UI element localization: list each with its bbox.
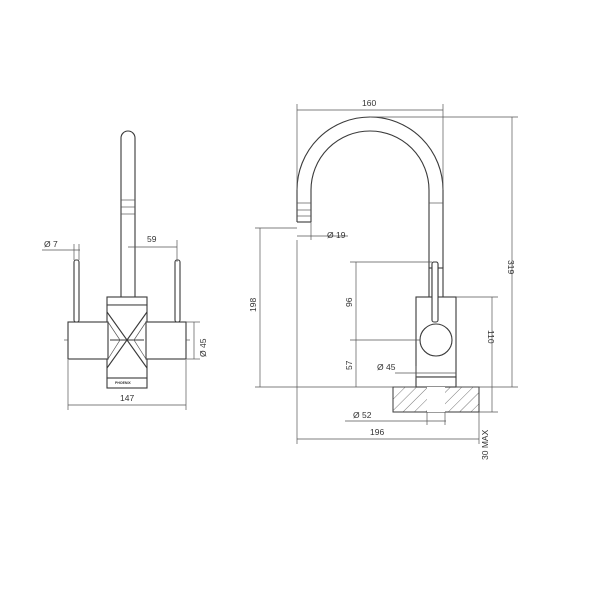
side-view: 160 Ø 19 198 319 96 57 110 Ø 45 (248, 98, 518, 460)
dim-handle-diameter: Ø 7 (44, 239, 58, 249)
side-spout-inner (310, 130, 430, 268)
worktop-hole (427, 387, 445, 412)
front-right-body (145, 321, 187, 360)
front-right-handle (174, 259, 181, 323)
dim-spout-reach-top: 160 (362, 98, 376, 108)
front-left-body (67, 321, 109, 360)
dim-front-body-diameter: Ø 45 (198, 338, 208, 357)
dim-overall-height: 319 (506, 260, 516, 274)
front-spout (120, 130, 136, 300)
dim-spout-outlet-diameter: Ø 19 (327, 230, 346, 240)
front-view: PHOENIX Ø 7 59 Ø 45 147 (42, 130, 208, 410)
front-base (106, 377, 148, 389)
front-column-collar (106, 296, 148, 306)
dim-outlet-height: 198 (248, 298, 258, 312)
dim-body-height: 110 (486, 330, 496, 344)
front-brand-mark: PHOENIX (115, 381, 131, 385)
dim-handle-height: 96 (344, 297, 354, 307)
dim-side-body-diameter: Ø 45 (377, 362, 396, 372)
dim-base-height: 57 (344, 360, 354, 370)
side-spout-outer (296, 116, 444, 268)
dim-overall-reach: 196 (370, 427, 384, 437)
front-central-body (106, 304, 148, 379)
dim-handle-spacing: 59 (147, 234, 157, 244)
side-lever-front (431, 261, 439, 323)
front-cross-shade (107, 321, 147, 360)
front-cross-detail (106, 311, 148, 369)
side-body-cap (419, 323, 453, 357)
side-base (415, 376, 457, 388)
front-left-handle (73, 259, 80, 323)
dim-base-diameter: Ø 52 (353, 410, 372, 420)
dim-max-mounting-thickness: 30 MAX (480, 429, 490, 460)
dim-overall-width: 147 (120, 393, 134, 403)
